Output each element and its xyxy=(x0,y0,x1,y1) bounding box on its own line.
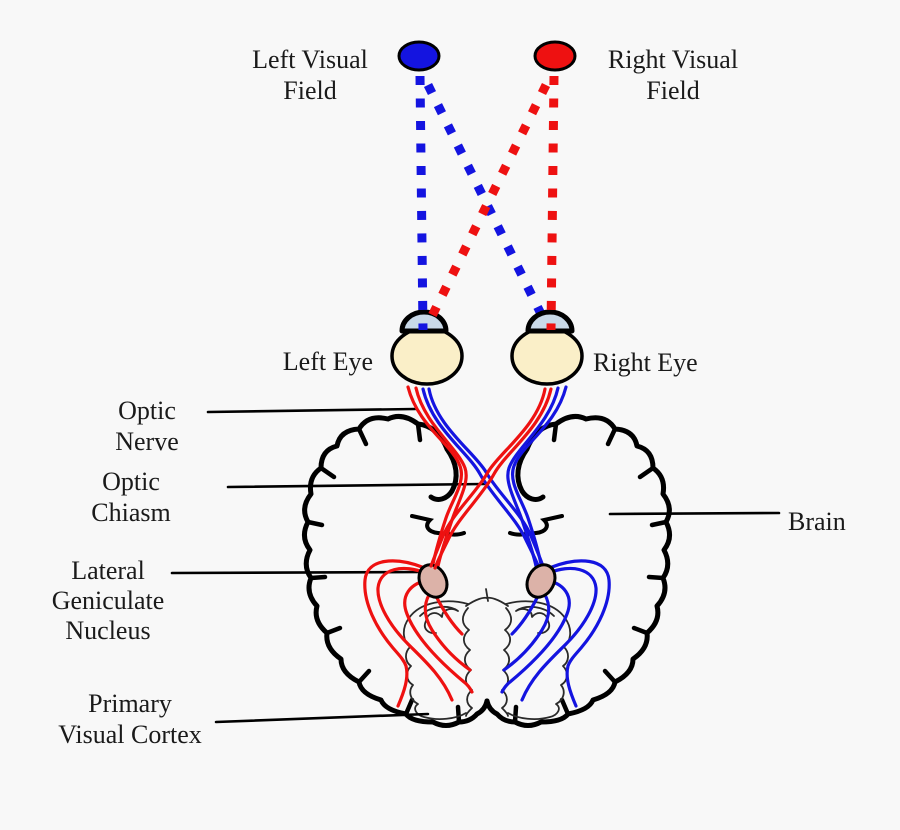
brainstem-top-edge xyxy=(465,596,488,607)
right-visual-pathway xyxy=(426,40,611,708)
optic-nerve-fiber-ipsilateral xyxy=(414,386,468,568)
gyrus-tick xyxy=(318,465,337,480)
eye xyxy=(510,326,584,386)
optic-nerve-fiber-crossing xyxy=(429,387,547,568)
gyrus-tick xyxy=(631,625,650,636)
label-brain: Brain xyxy=(788,507,846,536)
optic-radiation xyxy=(550,559,611,708)
eye-cornea xyxy=(525,309,575,334)
pointer-line-primary-visual-cortex xyxy=(214,712,430,724)
optic-nerve-fiber-ipsilateral xyxy=(506,386,560,568)
hemisphere-outline xyxy=(484,413,672,728)
optic-nerve-fiber-ipsilateral xyxy=(511,385,568,566)
gyrus-tick xyxy=(559,697,571,717)
gyrus-tick xyxy=(551,421,559,443)
lateral-geniculate-nucleus xyxy=(525,563,557,599)
dashed-path-crossed xyxy=(426,83,551,320)
label-lateral-geniculate-nucleus: Lateral Geniculate Nucleus xyxy=(51,556,165,645)
gyrus-tick xyxy=(646,574,666,581)
dashed-path-uncrossed xyxy=(415,75,428,331)
label-left-eye: Left Eye xyxy=(282,347,373,376)
gyrus-tick xyxy=(356,426,369,447)
gyrus-tick xyxy=(605,426,618,447)
brainstem-center-tick xyxy=(485,588,489,602)
brain xyxy=(302,413,672,728)
gyrus-tick xyxy=(637,465,656,480)
gyrus-tick xyxy=(324,625,343,636)
label-optic-chiasm: Optic Chiasm xyxy=(91,467,171,527)
brainstem-inner-fold xyxy=(515,605,555,634)
optic-radiation xyxy=(520,566,598,702)
optic-radiation xyxy=(500,578,571,694)
gyrus-tick xyxy=(403,697,415,717)
dashed-path-crossed xyxy=(423,83,548,320)
optic-radiation xyxy=(434,594,464,636)
lateral-geniculate-nucleus xyxy=(417,563,449,599)
label-optic-nerve: Optic Nerve xyxy=(115,396,179,456)
optic-radiation xyxy=(510,594,540,636)
left-visual-pathway xyxy=(363,40,548,708)
pointer-line-brain xyxy=(608,511,781,516)
gyrus-tick xyxy=(455,704,462,725)
brainstem-top-edge xyxy=(486,596,509,607)
gyrus-tick xyxy=(305,519,325,528)
pointer-line-optic-chiasm xyxy=(226,482,486,489)
brainstem-medial-edge xyxy=(461,607,473,717)
visual-field-dot xyxy=(533,40,577,72)
visual-field-dot xyxy=(397,40,441,72)
gyrus-tick xyxy=(649,519,669,528)
hemisphere-outline xyxy=(302,413,490,728)
gyrus-tick xyxy=(512,704,519,725)
optic-radiation xyxy=(423,587,472,672)
dashed-path-uncrossed xyxy=(546,75,559,331)
temporal-edge xyxy=(410,514,466,537)
optic-nerve-fiber-crossing xyxy=(433,387,553,570)
gyrus-tick xyxy=(356,668,372,685)
label-left-visual-field: Left Visual Field xyxy=(252,45,368,105)
gyrus-tick xyxy=(602,668,618,685)
optic-radiation xyxy=(502,587,551,672)
optic-radiation xyxy=(363,559,424,708)
optic-nerve-fiber-ipsilateral xyxy=(406,385,463,566)
gyrus-tick xyxy=(308,574,328,581)
medial-edge xyxy=(428,446,459,502)
eye-cornea xyxy=(399,309,449,334)
pointer-lines xyxy=(170,407,781,724)
optic-radiation xyxy=(403,578,474,694)
brainstem-medial-edge xyxy=(501,607,513,717)
gyrus-tick xyxy=(415,421,423,443)
medial-edge xyxy=(515,446,546,502)
optic-radiation xyxy=(376,566,454,702)
label-primary-visual-cortex: Primary Visual Cortex xyxy=(58,689,202,749)
pointer-line-optic-nerve xyxy=(206,407,417,414)
label-right-visual-field: Right Visual Field xyxy=(607,45,739,105)
temporal-edge xyxy=(508,514,564,537)
label-right-eye: Right Eye xyxy=(593,348,698,377)
eye xyxy=(390,326,464,386)
brainstem-inner-fold xyxy=(419,605,459,634)
